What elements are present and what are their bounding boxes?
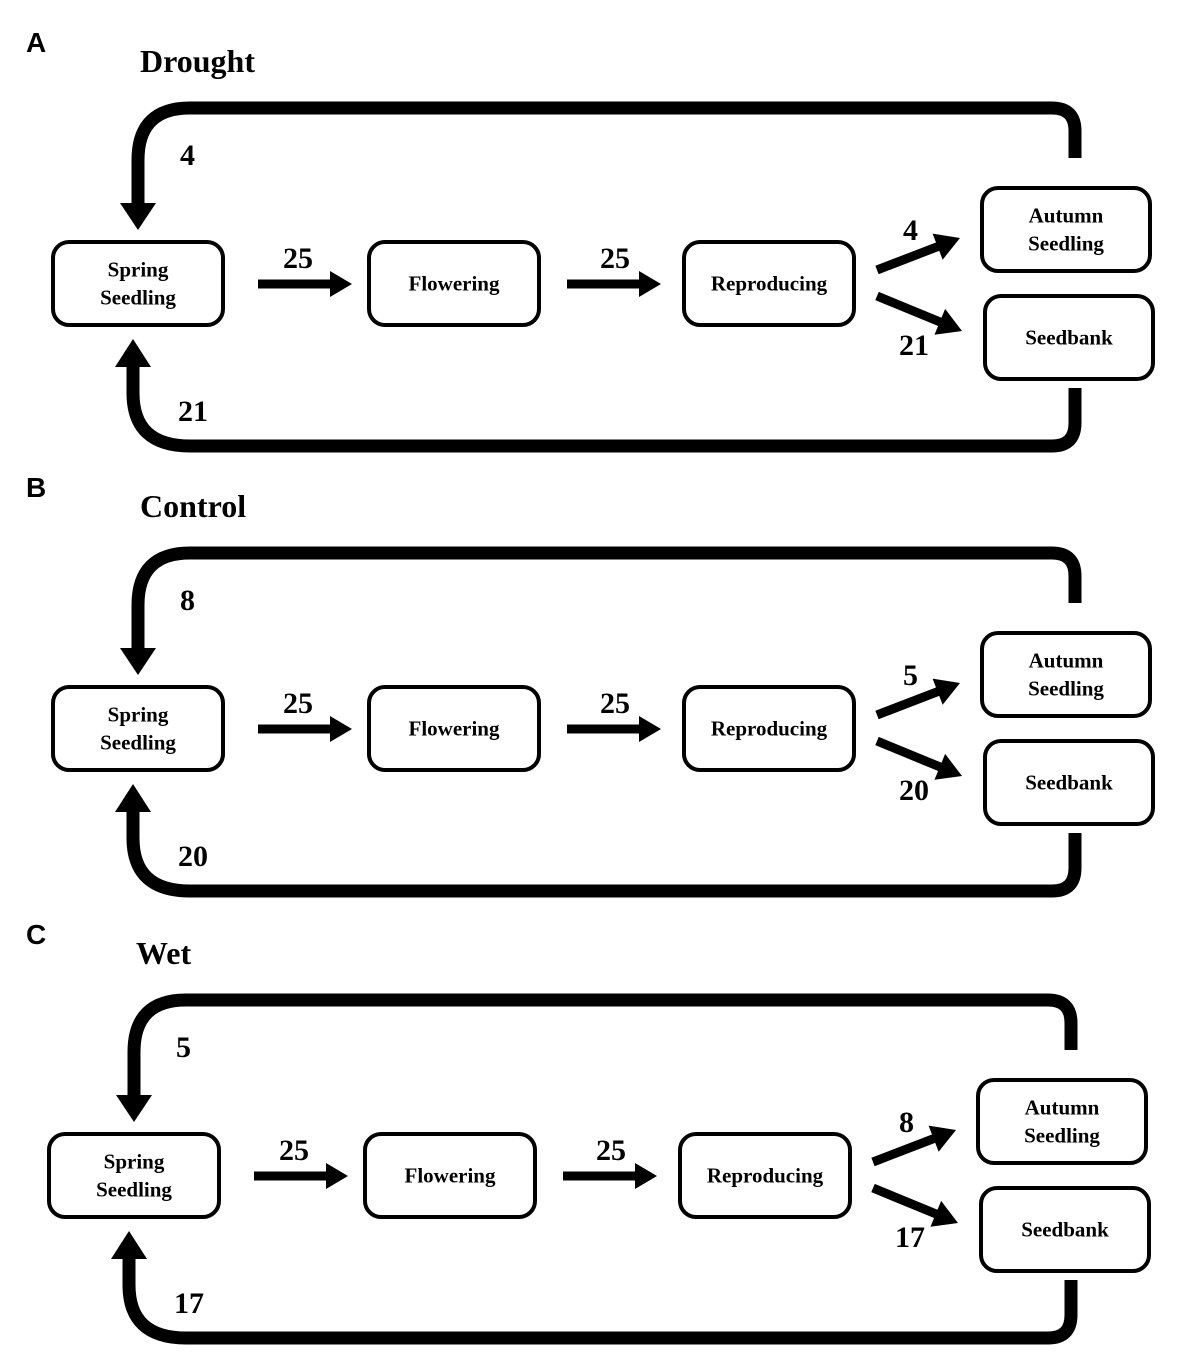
label-flowering-to-reproducing: 25 [600,687,630,720]
panel-title: Drought [140,43,255,79]
node-spring-label: Seedling [100,286,176,310]
panel-letter: A [26,27,46,58]
arrow-reproducing-to-seedbank [875,736,962,780]
arrow-flowering-to-reproducing [567,716,661,742]
node-autumn-box [980,631,1152,718]
label-seedbank-to-spring: 17 [174,1287,204,1320]
node-seedbank-label: Seedbank [1025,771,1113,795]
panel-title: Control [140,488,246,524]
label-flowering-to-reproducing: 25 [596,1134,626,1167]
arrow-autumn-to-spring [120,546,1082,675]
node-seedbank-box [983,739,1155,826]
node-flowering-label: Flowering [409,717,500,741]
node-autumn-label: Autumn [1029,204,1104,228]
node-autumn-box [980,186,1152,273]
arrow-spring-to-flowering [258,271,352,297]
arrow-spring-to-flowering [254,1163,348,1189]
label-flowering-to-reproducing: 25 [600,242,630,275]
label-reproducing-to-seedbank: 20 [899,774,929,807]
label-autumn-to-spring: 8 [180,584,195,617]
label-seedbank-to-spring: 21 [178,395,208,428]
label-spring-to-flowering: 25 [279,1134,309,1167]
node-flowering-box [367,240,541,327]
arrow-seedbank-to-spring [111,1231,1078,1345]
arrow-autumn-to-spring [120,101,1082,230]
arrow-reproducing-to-seedbank [871,1183,958,1227]
label-seedbank-to-spring: 20 [178,840,208,873]
arrow-spring-to-flowering [258,716,352,742]
node-autumn-box [976,1078,1148,1165]
node-reproducing: Reproducing [682,240,856,327]
arrow-reproducing-to-autumn [875,233,960,275]
arrow-flowering-to-reproducing [567,271,661,297]
node-spring-label: Spring [108,703,169,727]
label-spring-to-flowering: 25 [283,687,313,720]
node-autumn-label: Seedling [1024,1124,1100,1148]
node-autumn-label: Seedling [1028,232,1104,256]
label-spring-to-flowering: 25 [283,242,313,275]
label-reproducing-to-autumn: 4 [903,214,918,247]
label-autumn-to-spring: 5 [176,1031,191,1064]
panel-letter: C [26,919,46,950]
arrow-seedbank-to-spring [115,784,1082,898]
node-spring-label: Seedling [96,1178,172,1202]
panel-letter: B [26,472,46,503]
node-reproducing-box [682,685,856,772]
node-flowering: Flowering [363,1132,537,1219]
node-flowering-label: Flowering [409,272,500,296]
node-flowering-box [367,685,541,772]
arrow-autumn-to-spring [116,993,1078,1122]
node-spring-box [51,685,225,772]
arrow-flowering-to-reproducing [563,1163,657,1189]
node-spring-label: Seedling [100,731,176,755]
node-spring-label: Spring [104,1150,165,1174]
node-seedbank: Seedbank [983,294,1155,381]
node-reproducing-box [682,240,856,327]
panel-title: Wet [136,935,191,971]
node-seedbank-label: Seedbank [1021,1218,1109,1242]
node-autumn-label: Autumn [1029,649,1104,673]
node-flowering: Flowering [367,685,541,772]
label-reproducing-to-seedbank: 17 [895,1221,925,1254]
node-reproducing: Reproducing [682,685,856,772]
node-flowering-box [363,1132,537,1219]
node-reproducing-label: Reproducing [711,272,828,296]
node-seedbank-box [979,1186,1151,1273]
arrow-reproducing-to-autumn [875,678,960,720]
node-reproducing: Reproducing [678,1132,852,1219]
arrow-reproducing-to-autumn [871,1125,956,1167]
node-flowering-label: Flowering [405,1164,496,1188]
label-reproducing-to-autumn: 8 [899,1106,914,1139]
node-reproducing-label: Reproducing [711,717,828,741]
node-spring-box [51,240,225,327]
node-seedbank-label: Seedbank [1025,326,1113,350]
node-autumn-label: Seedling [1028,677,1104,701]
label-reproducing-to-seedbank: 21 [899,329,929,362]
node-flowering: Flowering [367,240,541,327]
label-reproducing-to-autumn: 5 [903,659,918,692]
node-seedbank: Seedbank [979,1186,1151,1273]
node-autumn-label: Autumn [1025,1096,1100,1120]
node-reproducing-box [678,1132,852,1219]
arrow-reproducing-to-seedbank [875,291,962,335]
node-reproducing-label: Reproducing [707,1164,824,1188]
node-seedbank: Seedbank [983,739,1155,826]
node-spring-box [47,1132,221,1219]
label-autumn-to-spring: 4 [180,139,195,172]
arrow-seedbank-to-spring [115,339,1082,453]
node-seedbank-box [983,294,1155,381]
node-spring-label: Spring [108,258,169,282]
